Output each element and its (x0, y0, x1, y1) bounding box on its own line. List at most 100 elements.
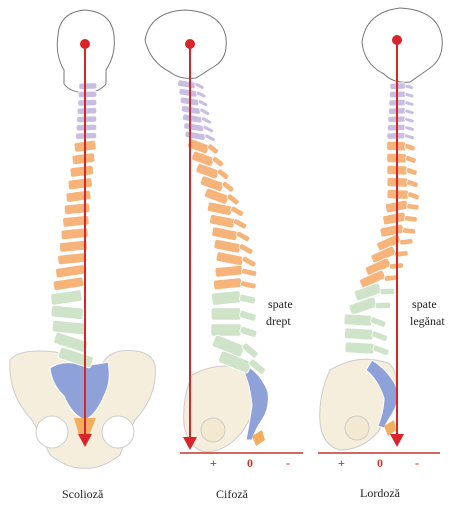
vertebra-cervical (177, 79, 197, 90)
spinous-process-thoracic (238, 243, 254, 255)
vertebra-thoracic (208, 213, 236, 229)
vertebra-cervical (183, 122, 205, 133)
coccyx (384, 420, 396, 436)
vertebra-lumbar (344, 341, 375, 355)
spinous-process-cervical (404, 117, 415, 124)
vertebra-thoracic (211, 226, 239, 242)
vertebra-cervical (77, 90, 98, 99)
vertebra-lumbar (217, 350, 252, 374)
plumb-top-dot (185, 39, 195, 49)
spinous-process-thoracic (235, 230, 251, 243)
caption-scoliosis: Scolioză (62, 487, 104, 501)
spinous-process-lumbar (241, 342, 259, 359)
spinous-process-cervical (200, 116, 212, 125)
annotation-lordosis-line2: legănat (410, 314, 445, 328)
spinous-process-cervical (404, 100, 415, 107)
vertebra-thoracic (54, 264, 86, 279)
vertebra-thoracic (65, 189, 92, 203)
spinous-process-thoracic (407, 191, 420, 201)
spinous-process-thoracic (405, 167, 418, 176)
axis-minus-kyphosis: - (286, 456, 290, 470)
spinous-process-cervical (404, 83, 415, 90)
vertebra-thoracic (213, 238, 242, 254)
spinous-process-thoracic (241, 255, 257, 268)
lordosis-figure (318, 7, 443, 454)
spinous-process-cervical (404, 133, 415, 140)
scoliosis-figure (9, 9, 156, 469)
vertebra-thoracic (60, 227, 89, 241)
vertebra-cervical (184, 130, 207, 141)
spinous-process-cervical (196, 90, 207, 99)
spinous-process-cervical (194, 82, 205, 90)
spinous-process-thoracic (404, 155, 417, 164)
vertebra-lumbar (210, 323, 242, 337)
vertebra-thoracic (379, 223, 405, 238)
vertebra-lumbar (50, 289, 83, 306)
vertebra-cervical (76, 107, 98, 115)
vertebra-lumbar (348, 296, 378, 316)
spinous-process-thoracic (216, 168, 230, 180)
spinous-process-cervical (204, 133, 216, 142)
spinous-process-thoracic (207, 143, 219, 155)
vertebra-thoracic (71, 152, 96, 166)
vertebra-thoracic (63, 202, 91, 216)
vertebra-lumbar (53, 331, 89, 354)
spinous-process-thoracic (241, 267, 258, 277)
vertebra-cervical (77, 98, 98, 107)
plumb-arrowhead (78, 434, 92, 447)
spinous-process-lumbar (239, 326, 258, 338)
vertebra-thoracic (57, 252, 88, 266)
vertebra-thoracic (58, 239, 88, 253)
spinous-process-thoracic (404, 143, 416, 152)
vertebra-cervical (78, 82, 98, 91)
spinous-process-thoracic (383, 274, 399, 282)
axis-zero-kyphosis: 0 (247, 456, 253, 470)
spinous-process-cervical (199, 107, 211, 116)
axis-zero-lordosis: 0 (377, 456, 383, 470)
sacrum (365, 359, 398, 429)
spinous-process-cervical (404, 108, 415, 115)
spinous-process-cervical (202, 125, 214, 134)
plumb-arrowhead (390, 434, 404, 447)
vertebra-thoracic (206, 201, 233, 216)
plumb-top-dot (80, 39, 90, 49)
spinous-process-lumbar (375, 301, 391, 310)
spinous-process-thoracic (240, 280, 257, 290)
vertebra-cervical (181, 113, 203, 124)
vertebra-thoracic (359, 269, 386, 289)
spinous-process-thoracic (226, 193, 240, 206)
obturator-left (35, 415, 69, 449)
vertebra-thoracic (203, 187, 230, 205)
spinous-process-thoracic (230, 205, 245, 217)
vertebra-thoracic (62, 214, 90, 228)
spinous-process-thoracic (406, 203, 420, 211)
vertebra-cervical (76, 115, 98, 124)
axis-minus-lordosis: - (415, 456, 419, 470)
plumb-top-dot (392, 35, 402, 45)
spinous-process-cervical (404, 125, 415, 132)
axis-plus-lordosis: + (338, 456, 345, 470)
skull-side (361, 7, 443, 83)
spinous-process-thoracic (211, 156, 225, 168)
spinous-process-cervical (404, 92, 415, 99)
spinous-process-lumbar (239, 310, 257, 322)
sacrum (243, 367, 269, 441)
annotation-kyphosis-line2: drept (266, 314, 291, 328)
annotation-lordosis-line1: spate (412, 297, 437, 311)
axis-plus-kyphosis: + (210, 456, 217, 470)
kyphosis-figure (144, 9, 303, 454)
spinous-process-lumbar (370, 316, 387, 328)
vertebra-thoracic (69, 164, 95, 178)
caption-kyphosis: Cifoză (216, 487, 249, 501)
vertebra-lumbar (50, 304, 84, 321)
annotation-kyphosis-line1: spate (268, 297, 293, 311)
vertebra-thoracic (67, 177, 93, 191)
vertebra-lumbar (343, 327, 374, 341)
vertebra-cervical (75, 131, 98, 140)
spinous-process-thoracic (406, 179, 419, 188)
vertebra-thoracic (212, 277, 243, 291)
vertebra-thoracic (52, 276, 85, 291)
vertebra-lumbar (343, 313, 373, 327)
spinous-process-thoracic (221, 181, 235, 193)
